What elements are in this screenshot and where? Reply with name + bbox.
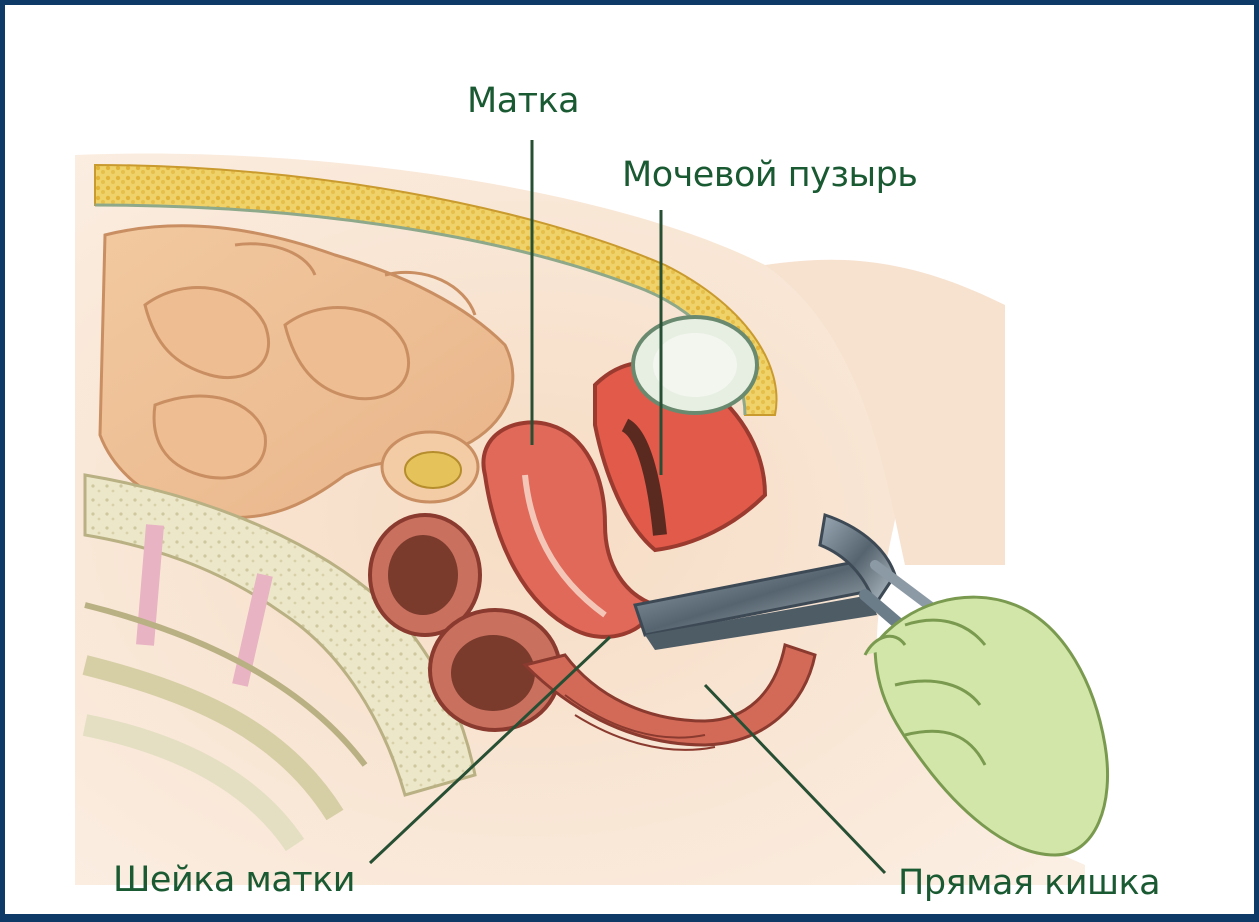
ovary bbox=[382, 432, 478, 502]
label-bladder: Мочевой пузырь bbox=[622, 155, 917, 195]
pelvic-anatomy-illustration bbox=[5, 5, 1259, 922]
label-uterus: Матка bbox=[467, 81, 579, 121]
label-cervix: Шейка матки bbox=[113, 860, 355, 900]
label-rectum: Прямая кишка bbox=[898, 863, 1160, 903]
